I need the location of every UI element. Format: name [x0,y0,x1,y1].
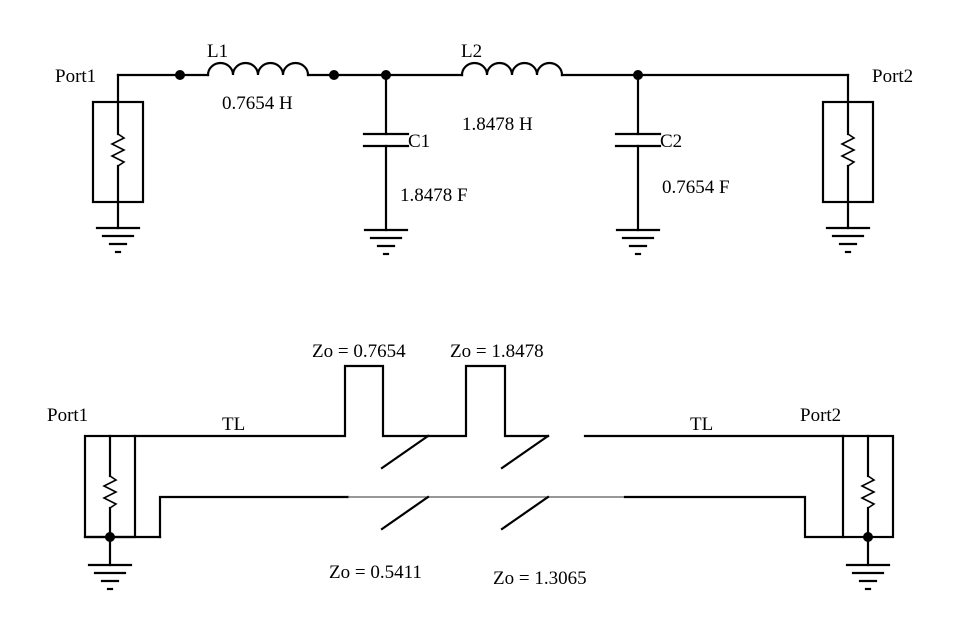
node-dot [863,532,873,542]
ground-icon [615,228,661,256]
capacitor-c2: C2 0.7654 F [614,73,730,256]
inductor-coil-icon [460,61,564,77]
stub2-impedance: Zo = 1.8478 [450,341,544,362]
inductor-l2: L2 1.8478 H [460,41,564,135]
c1-name: C1 [408,131,430,152]
stub1-impedance: Zo = 0.7654 [312,341,406,362]
line2-impedance: Zo = 1.3065 [493,568,587,589]
line1-impedance: Zo = 0.5411 [329,562,422,583]
port2-distributed-label: Port2 [800,405,841,426]
c1-value: 1.8478 F [400,185,468,206]
l2-name: L2 [461,41,482,62]
upper-conductor-left [133,364,430,438]
ground-icon [825,226,871,254]
break-marker [380,434,430,470]
port2-lumped-label: Port2 [872,66,913,87]
resistor-icon [840,133,856,167]
break-marker [500,434,550,470]
ground-icon [95,226,141,254]
lower-conductor-right [623,495,845,539]
port1-lumped: Port1 [55,66,145,254]
inductor-coil-icon [206,61,310,77]
inductor-l1: L1 0.7654 H [206,41,310,114]
lower-conductor-left [158,495,350,539]
upper-conductor-mid [426,364,550,438]
resistor-icon [102,475,118,509]
ground-icon [87,563,133,591]
l1-value: 0.7654 H [222,93,293,114]
ground-icon [363,228,409,256]
resistor-icon [110,133,126,167]
tl-label-left: TL [222,414,245,435]
resistor-icon [860,475,876,509]
port1-distributed: Port1 [47,405,162,591]
port1-distributed-label: Port1 [47,405,88,426]
ground-icon [845,563,891,591]
l1-name: L1 [207,41,228,62]
c2-value: 0.7654 F [662,177,730,198]
lumped-circuit: Port1 L1 0.7654 H [55,41,913,256]
tl-label-right: TL [690,414,713,435]
port1-lumped-label: Port1 [55,66,96,87]
break-marker [380,495,430,531]
c2-name: C2 [660,131,682,152]
break-marker [500,495,550,531]
distributed-circuit: Port1 Port2 [47,341,895,591]
port2-distributed: Port2 [800,405,895,591]
l2-value: 1.8478 H [462,114,533,135]
capacitor-c1: C1 1.8478 F [362,73,468,256]
port2-lumped: Port2 [821,66,913,254]
